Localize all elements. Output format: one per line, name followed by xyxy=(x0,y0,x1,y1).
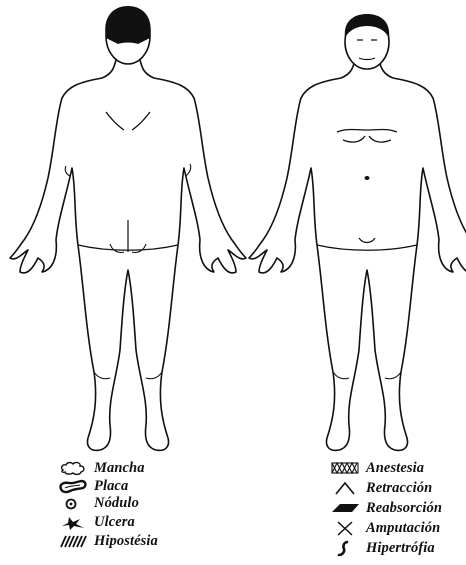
ulcera-symbol-icon xyxy=(58,513,88,531)
legend-label-amputacion: Amputación xyxy=(366,520,440,537)
legend-item-hipostesia: Hipostésia xyxy=(58,531,158,551)
legend-label-reabsorcion: Reabsorción xyxy=(366,500,442,517)
reabsorcion-symbol-icon xyxy=(330,499,360,517)
hipertrofia-symbol-icon xyxy=(330,539,360,557)
back-view-figure xyxy=(10,6,246,450)
legend-item-ulcera: Ulcera xyxy=(58,512,135,532)
legend-item-reabsorcion: Reabsorción xyxy=(330,498,442,518)
legend-label-hipertrofia: Hipertrófia xyxy=(366,540,435,557)
legend-label-nodulo: Nódulo xyxy=(94,495,139,512)
legend-item-mancha: Mancha xyxy=(58,458,145,478)
anestesia-symbol-icon xyxy=(330,459,360,477)
legend-item-amputacion: Amputación xyxy=(330,518,440,538)
legend-label-mancha: Mancha xyxy=(94,460,145,477)
retraccion-symbol-icon xyxy=(330,479,360,497)
navel xyxy=(365,176,370,180)
nodulo-symbol-icon xyxy=(58,494,88,512)
legend-label-anestesia: Anestesia xyxy=(366,460,424,477)
legend-item-anestesia: Anestesia xyxy=(330,458,424,478)
hipostesia-symbol-icon xyxy=(58,532,88,550)
mancha-symbol-icon xyxy=(58,459,88,477)
legend-label-retraccion: Retracción xyxy=(366,480,432,497)
amputacion-symbol-icon xyxy=(330,519,360,537)
legend-label-ulcera: Ulcera xyxy=(94,514,135,531)
back-hair xyxy=(105,6,151,44)
legend-label-hipostesia: Hipostésia xyxy=(94,533,158,550)
legend-item-retraccion: Retracción xyxy=(330,478,432,498)
front-view-figure xyxy=(249,14,466,450)
legend-item-nodulo: Nódulo xyxy=(58,493,139,513)
legend-item-hipertrofia: Hipertrófia xyxy=(330,538,435,558)
legend-label-placa: Placa xyxy=(94,478,128,495)
